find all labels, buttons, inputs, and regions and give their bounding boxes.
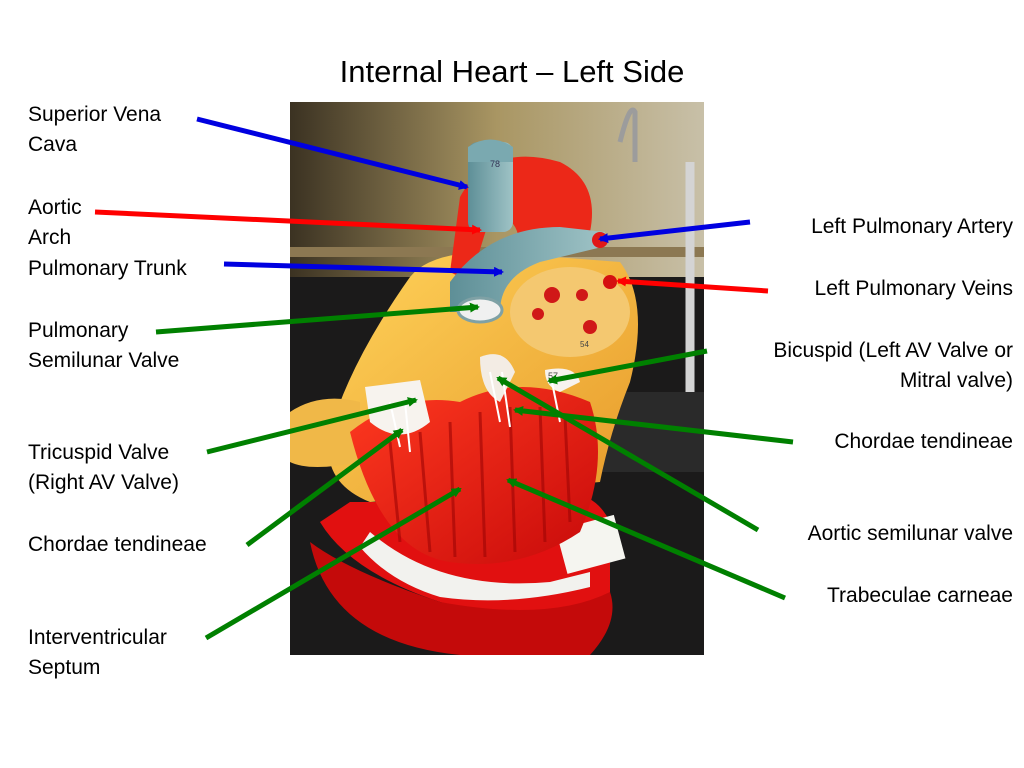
label-superior-vena-cava: Superior Vena Cava [28, 100, 161, 160]
label-line: Interventricular [28, 626, 167, 649]
model-base-front [310, 542, 613, 655]
label-line: Bicuspid (Left AV Valve or [773, 339, 1013, 362]
label-left-pulmonary-artery: Left Pulmonary Artery [811, 215, 1013, 238]
arrow-tricuspid-valve [206, 397, 418, 455]
tricuspid-valve-model [365, 380, 430, 435]
label-line: Mitral valve) [899, 369, 1013, 392]
label-interventricular-septum: Interventricular Septum [28, 623, 167, 683]
label-aortic-arch: Aortic Arch [28, 193, 82, 253]
label-chordae-tendineae-left: Chordae tendineae [28, 533, 207, 556]
chordae-strands [389, 371, 561, 453]
arrow-bicuspid-valve [547, 348, 708, 385]
label-line: Septum [28, 656, 101, 679]
label-trabeculae-carneae: Trabeculae carneae [826, 584, 1013, 607]
label-line: (Right AV Valve) [28, 471, 179, 494]
arrow-trabeculae-carneae [506, 477, 786, 601]
label-line: Superior Vena [28, 103, 162, 126]
label-line: Aortic [28, 196, 82, 219]
model-tag: 78 [490, 159, 500, 169]
label-line: Arch [28, 226, 72, 249]
arrow-chordae-tendineae-left [245, 427, 404, 548]
arrow-superior-vena-cava [196, 116, 469, 190]
label-bicuspid-valve: Bicuspid (Left AV Valve or Mitral valve) [773, 336, 1013, 396]
label-line: Semilunar Valve [28, 349, 180, 372]
arrow-interventricular-septum [204, 486, 462, 641]
left-atrium-chamber [510, 267, 630, 357]
label-left-pulmonary-veins: Left Pulmonary Veins [814, 277, 1013, 300]
arrow-aortic-arch [94, 209, 482, 235]
label-tricuspid-valve: Tricuspid Valve (Right AV Valve) [28, 438, 179, 498]
arrow-pulmonary-semilunar-valve [155, 302, 480, 335]
slide-title: Internal Heart – Left Side [339, 54, 685, 89]
superior-vena-cava-top [468, 139, 513, 162]
arrow-pulmonary-trunk [223, 261, 504, 277]
left-pulmonary-vein-end [603, 275, 617, 289]
label-aortic-semilunar-valve: Aortic semilunar valve [807, 522, 1013, 545]
faucet [617, 107, 638, 162]
label-chordae-tendineae-right: Chordae tendineae [834, 430, 1013, 453]
pulmonary-vein-opening [576, 289, 588, 301]
label-line: Pulmonary [28, 319, 129, 342]
arrow-left-pulmonary-veins [616, 276, 769, 294]
superior-vena-cava-model [468, 142, 513, 232]
pulmonary-vein-opening [532, 308, 544, 320]
label-pulmonary-trunk: Pulmonary Trunk [28, 257, 187, 280]
label-pulmonary-semilunar-valve: Pulmonary Semilunar Valve [28, 316, 179, 376]
pulmonary-vein-opening [544, 287, 560, 303]
label-line: Tricuspid Valve [28, 441, 170, 464]
arrow-aortic-semilunar-valve [496, 375, 760, 533]
pulmonary-vein-opening [583, 320, 597, 334]
heart-model-photo: 78 57 54 [290, 102, 704, 655]
model-tag: 54 [580, 340, 589, 349]
pulmonary-trunk-model [450, 227, 605, 312]
base-white-band [360, 532, 590, 601]
label-line: Cava [28, 133, 78, 156]
arrow-left-pulmonary-artery [598, 219, 751, 244]
